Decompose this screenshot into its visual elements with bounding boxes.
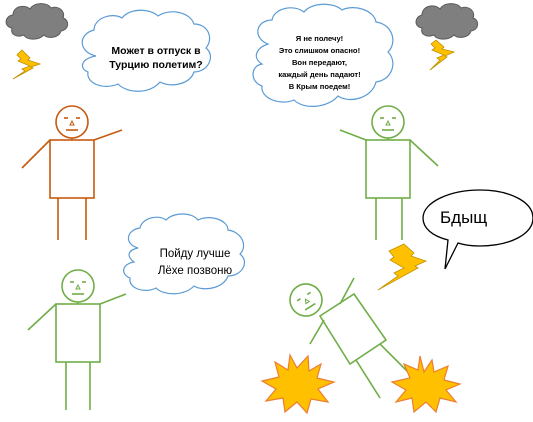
- fallen-stick-figure: [289, 277, 409, 399]
- thought-line: Это слишком опасно!: [278, 46, 361, 55]
- thought-line: Лёхе позвоню: [157, 265, 233, 277]
- body: [55, 303, 101, 363]
- thought-text-2: Я не полечу! Это слишком опасно! Вон пер…: [262, 33, 377, 93]
- speech-bubble: [422, 189, 533, 270]
- thought-line: Турцию полетим?: [109, 59, 203, 71]
- thought-line: Вон передают,: [291, 58, 348, 67]
- explosion-icon: [260, 353, 336, 415]
- thought-cloud-2: [252, 3, 394, 107]
- head: [289, 283, 323, 317]
- storm-cloud-icon: [415, 3, 479, 40]
- thought-text-1: Может в отпуск в Турцию полетим?: [101, 44, 211, 72]
- thought-text-3: Пойду лучше Лёхе позвоню: [140, 246, 250, 280]
- thought-cloud-1: [81, 9, 211, 92]
- thought-line: Я не полечу!: [295, 34, 344, 43]
- thought-line: Пойду лучше: [159, 248, 231, 260]
- thought-cloud-3: [123, 213, 245, 295]
- storm-cloud-icon: [5, 3, 69, 40]
- thought-line: каждый день падают!: [278, 70, 361, 79]
- lightning-icon: [377, 243, 428, 291]
- body: [365, 139, 411, 199]
- explosion-icon: [390, 355, 462, 414]
- boom-text: Бдыщ: [440, 208, 488, 227]
- lightning-icon: [12, 49, 42, 80]
- green-stick-figure-right: [339, 105, 439, 240]
- green-stick-figure-left: [27, 269, 127, 410]
- lightning-icon: [429, 39, 456, 71]
- thought-line: В Крым поедем!: [288, 82, 351, 91]
- orange-stick-figure: [21, 105, 123, 240]
- thought-line: Может в отпуск в: [111, 45, 201, 57]
- body: [318, 292, 388, 366]
- body: [49, 139, 95, 199]
